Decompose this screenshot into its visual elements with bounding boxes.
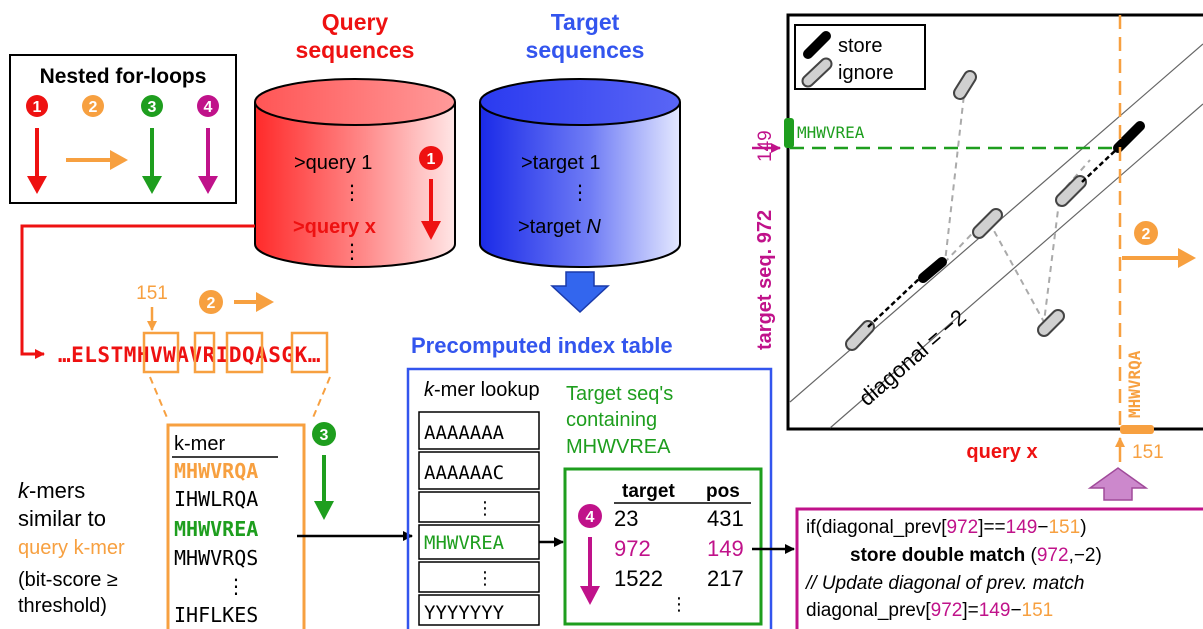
legend-ignore-label: ignore — [838, 62, 894, 84]
query-loop-2-badge-icon — [199, 290, 223, 314]
legend-store-icon — [803, 31, 831, 59]
kmer-description: k-mers similar to query k-mer (bit-score… — [18, 478, 125, 617]
query-db-item-x: >query x — [293, 216, 376, 238]
containing-line1: Target seq's — [566, 383, 673, 405]
target-db-cylinder-body — [480, 102, 680, 267]
table-loop-4-number: 4 — [586, 509, 595, 526]
loop-3-badge-icon — [141, 95, 163, 117]
query-sequence-text: …ELSTMHVWAVRIDQASGK… — [58, 343, 321, 367]
x-kmer-marker — [1120, 425, 1154, 434]
kmer-list-header: k-mer — [174, 433, 225, 455]
x-axis-label: query x — [966, 441, 1037, 463]
col-header-target: target — [622, 481, 675, 502]
query-loop-2-number: 2 — [207, 295, 216, 312]
loop-1-number: 1 — [33, 99, 42, 116]
query-x-connector — [20, 224, 255, 359]
loop-1-badge-icon — [26, 95, 48, 117]
row-2-target: 972 — [614, 536, 651, 561]
y-axis-label: target seq. 972 — [754, 210, 776, 350]
query-sequence: 151 2 …ELSTMHVWAVRIDQASGK… — [58, 283, 331, 421]
kmer-list: k-mer MHWVRQA IHWLRQA MHWVREA MHWVRQS ⋮ … — [166, 422, 336, 629]
index-down-arrow-icon — [550, 271, 610, 314]
legend-store-label: store — [838, 35, 882, 57]
loop-4-number: 4 — [204, 99, 213, 116]
plot-loop-2-badge-icon — [1134, 221, 1158, 245]
row-1-pos: 431 — [707, 506, 744, 531]
code-line-4: diagonal_prev[972]=149−151 — [806, 600, 1053, 621]
code-box: if(diagonal_prev[972]==149−151) store do… — [795, 507, 1203, 629]
target-db-title-line2: sequences — [526, 37, 645, 63]
query-loop-1-badge-icon — [419, 146, 443, 170]
col-header-pos: pos — [706, 481, 740, 502]
query-db-title-line2: sequences — [296, 37, 415, 63]
code-line-2: store double match (972,−2) — [850, 545, 1102, 566]
nested-loops-legend: Nested for-loops 1 2 3 4 — [9, 54, 237, 204]
target-db-title-line1: Target — [551, 9, 620, 35]
kmer-list-box — [166, 423, 306, 629]
loop-2-badge-icon — [82, 95, 104, 117]
lookup-item-dots-1: ⋮ — [476, 498, 494, 518]
query-position-label: 151 — [136, 283, 168, 304]
row-3-pos: 217 — [707, 566, 744, 591]
y-kmer-marker — [784, 118, 794, 148]
row-1-target: 23 — [614, 506, 638, 531]
target-db-dots: ⋮ — [570, 182, 590, 204]
index-table: Precomputed index table k-mer lookup AAA… — [406, 333, 773, 629]
kmer-item-2: IHWLRQA — [174, 487, 258, 511]
target-db-item1: >target 1 — [521, 152, 601, 174]
lookup-item-4: MHWVREA — [424, 532, 505, 554]
plot-loop-2-number: 2 — [1142, 226, 1151, 243]
kmer-item-1: MHWVRQA — [174, 459, 258, 483]
y-kmer-label: MHWVREA — [797, 123, 865, 142]
x-kmer-label: MHWVRQA — [1125, 350, 1144, 418]
kmer-desc-line3: query k-mer — [18, 537, 125, 559]
target-db-item-n: >target N — [518, 216, 601, 238]
kmer-item-4: MHWVRQS — [174, 546, 258, 570]
lookup-item-dots-2: ⋮ — [476, 568, 494, 588]
code-line-3: // Update diagonal of prev. match — [804, 573, 1084, 594]
dot-plot: store ignore MHWVREA 149 target seq. 972… — [752, 13, 1203, 463]
kmer-desc-line5: threshold) — [18, 595, 107, 617]
query-loop-1-number: 1 — [427, 151, 436, 168]
y-pos-label: 149 — [755, 130, 776, 162]
query-db-item1: >query 1 — [294, 152, 372, 174]
row-3-target: 1522 — [614, 566, 663, 591]
kmer-desc-line4: (bit-score ≥ — [18, 569, 118, 591]
query-db-cylinder-body — [255, 102, 455, 267]
query-db-dots-bottom: ⋮ — [342, 241, 362, 263]
kmer-item-3: MHWVREA — [174, 517, 258, 541]
index-table-box — [406, 367, 773, 629]
containing-line2: containing — [566, 409, 657, 431]
query-db-dots: ⋮ — [342, 182, 362, 204]
kmer-desc-line2: similar to — [18, 506, 106, 531]
query-database: Query sequences >query 1 ⋮ >query x ⋮ 1 — [254, 9, 456, 268]
kmer-loop-3-number: 3 — [320, 427, 329, 444]
lookup-item-6: YYYYYYY — [424, 602, 505, 624]
loop-4-badge-icon — [197, 95, 219, 117]
loop-3-number: 3 — [148, 99, 157, 116]
kmer-loop-3-badge-icon — [312, 422, 336, 446]
x-pos-label: 151 — [1132, 442, 1164, 463]
kmer-item-6: IHFLKES — [174, 603, 258, 627]
code-line-1: if(diagonal_prev[972]==149−151) — [806, 517, 1087, 538]
index-table-title: Precomputed index table — [411, 333, 673, 358]
lookup-item-2: AAAAAAC — [424, 462, 504, 484]
table-loop-4-badge-icon — [578, 504, 602, 528]
kmer-desc-line1: k-mers — [18, 478, 85, 503]
loop-2-number: 2 — [89, 99, 98, 116]
row-2-pos: 149 — [707, 536, 744, 561]
query-db-title-line1: Query — [322, 9, 389, 35]
lookup-header: k-mer lookup — [424, 379, 540, 401]
lookup-item-1: AAAAAAA — [424, 422, 505, 444]
target-pos-table — [563, 467, 763, 626]
containing-line3: MHWVREA — [566, 436, 671, 458]
kmer-item-dots: ⋮ — [226, 576, 246, 598]
target-database: Target sequences >target 1 ⋮ >target N — [479, 9, 681, 268]
code-box-border — [795, 507, 1203, 629]
nested-loops-title: Nested for-loops — [40, 65, 207, 88]
rows-dots: ⋮ — [670, 594, 688, 614]
code-to-plot-arrow-icon — [1087, 467, 1149, 501]
